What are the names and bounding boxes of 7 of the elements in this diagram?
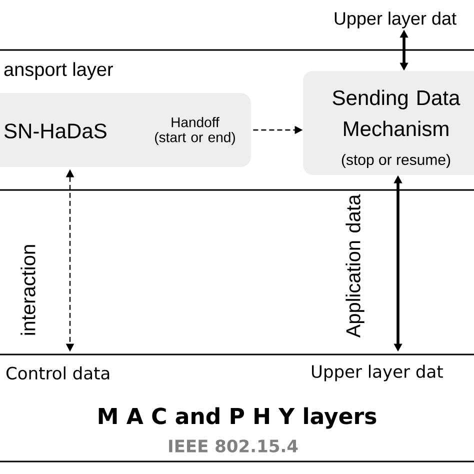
data-label: Upper layer dat <box>334 12 456 28</box>
data-label: interaction <box>20 245 36 335</box>
data-label: Application data <box>346 194 364 338</box>
data-label: Control data <box>6 366 110 380</box>
process-box: SN-HaDaS Handoff (start or end) <box>0 93 251 167</box>
process-box: Sending Data Mechanism (stop or resume) <box>303 71 474 175</box>
data-label: Upper layer dat <box>312 364 443 382</box>
